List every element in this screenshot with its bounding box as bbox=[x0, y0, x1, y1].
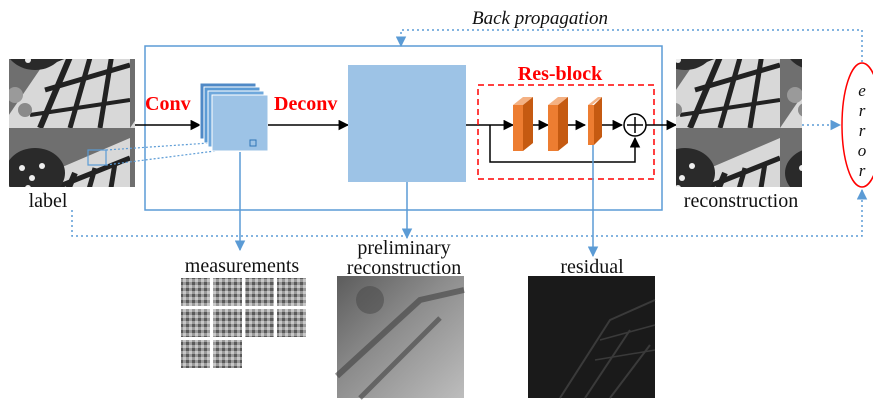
error-letter-1: e bbox=[858, 81, 866, 100]
res-block-layer-2 bbox=[548, 97, 568, 151]
preliminary-block bbox=[348, 65, 466, 182]
label-to-error-arrow bbox=[71, 188, 868, 237]
measurements-grid bbox=[181, 278, 306, 368]
error-letter-5: r bbox=[859, 161, 866, 180]
residual-image bbox=[528, 276, 655, 398]
reconstruction-caption: reconstruction bbox=[684, 190, 798, 212]
back-propagation-label: Back propagation bbox=[472, 8, 608, 29]
deconv-label: Deconv bbox=[274, 93, 337, 115]
preliminary-caption-line2: reconstruction bbox=[347, 257, 461, 279]
conv-label: Conv bbox=[145, 93, 191, 115]
res-block-label: Res-block bbox=[518, 63, 603, 85]
label-caption: label bbox=[29, 190, 68, 212]
res-block-layer-3 bbox=[588, 97, 602, 145]
error-letter-2: r bbox=[859, 101, 866, 120]
preliminary-caption-line1: preliminary bbox=[357, 237, 450, 259]
error-node bbox=[841, 62, 873, 188]
res-block-layer-1 bbox=[513, 97, 533, 151]
network-box bbox=[144, 45, 663, 211]
label-patch-box bbox=[87, 149, 107, 166]
reconstruction-image bbox=[676, 59, 802, 187]
label-image bbox=[9, 59, 135, 187]
back-propagation-arrow bbox=[395, 29, 863, 82]
error-letter-3: r bbox=[859, 121, 866, 140]
error-letter-4: o bbox=[858, 141, 867, 160]
measurement-feature-maps bbox=[199, 82, 269, 152]
res-block-box bbox=[477, 84, 655, 180]
skip-connection bbox=[489, 125, 641, 163]
residual-caption: residual bbox=[560, 256, 624, 278]
measurements-caption: measurements bbox=[185, 255, 300, 277]
